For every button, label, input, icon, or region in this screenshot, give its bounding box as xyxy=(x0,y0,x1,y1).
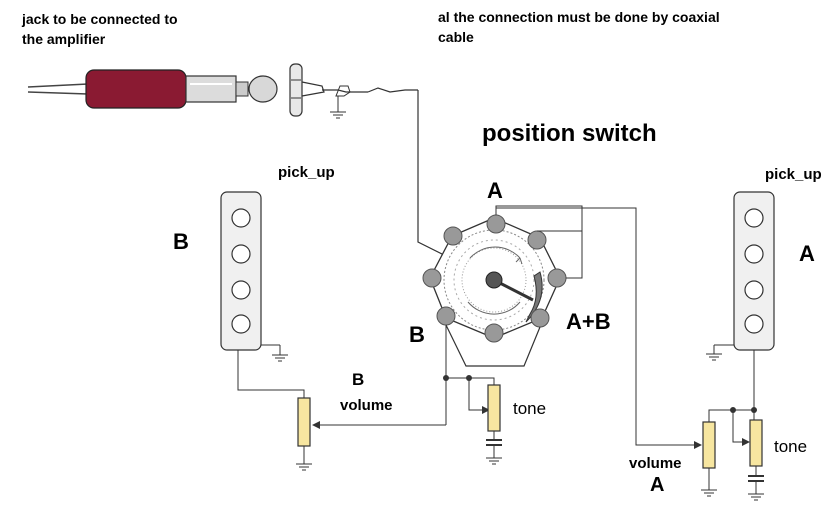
jack-tip xyxy=(248,75,278,103)
switch-position-a: A xyxy=(487,178,503,203)
pickup-b-label: pick_up xyxy=(278,164,335,181)
pickup-a xyxy=(706,191,775,410)
rotary-switch xyxy=(422,205,700,446)
coax-note-line1: al the connection must be done by coaxia… xyxy=(438,9,720,25)
jack-note-line1: jack to be connected to xyxy=(22,11,178,27)
jack-note-line2: the amplifier xyxy=(22,31,106,47)
volume-a-pot xyxy=(694,407,757,497)
tone-b-pot xyxy=(443,375,502,465)
volume-b-label: volume xyxy=(340,397,393,414)
volume-b-pot xyxy=(296,397,446,471)
volume-b-letter: B xyxy=(352,370,365,389)
tone-b-label: tone xyxy=(513,399,547,418)
pickup-b xyxy=(220,191,305,398)
volume-a-label: volume xyxy=(629,455,682,472)
tone-a-label: tone xyxy=(774,437,808,456)
coax-note-line2: cable xyxy=(438,29,474,45)
jack-plug xyxy=(27,69,278,109)
tone-a-pot xyxy=(732,410,764,501)
switch-title: position switch xyxy=(482,120,657,147)
pickup-b-letter: B xyxy=(173,229,189,254)
pickup-a-label: pick_up xyxy=(765,166,822,183)
volume-a-letter: A xyxy=(650,474,665,496)
pickup-a-letter: A xyxy=(799,241,815,266)
switch-position-b: B xyxy=(409,322,425,347)
jack-socket xyxy=(289,63,418,119)
switch-position-a-plus-b: A+B xyxy=(566,309,611,334)
jack-body xyxy=(85,69,187,109)
jack-sleeve xyxy=(185,75,237,103)
